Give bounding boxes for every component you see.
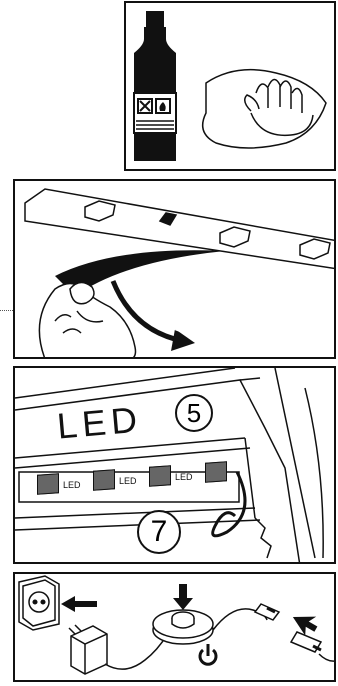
strip-cable	[319, 654, 336, 661]
foot-switch	[153, 610, 213, 644]
led-row: LED LED LED	[29, 456, 239, 496]
guide-dotted-line	[0, 310, 13, 311]
peel-backing-illustration	[15, 181, 336, 359]
step-peel-backing-panel	[13, 179, 336, 359]
step-clean-surface-panel	[124, 1, 336, 171]
connect-power-illustration	[15, 574, 336, 682]
led-block	[205, 461, 227, 483]
solvent-bottle	[134, 11, 176, 161]
led-small-label: LED	[175, 472, 193, 482]
power-icon	[200, 644, 216, 664]
insert-arrow-icon	[61, 596, 97, 612]
led-big-label: LED	[55, 398, 143, 447]
clean-surface-illustration	[126, 3, 336, 171]
connect-arrow-icon	[288, 607, 322, 639]
press-arrow-icon	[173, 584, 193, 610]
led-block	[93, 469, 115, 491]
wall-socket	[19, 576, 59, 630]
connector-female	[291, 632, 321, 652]
led-block	[37, 473, 59, 495]
callout-5: 5	[175, 394, 213, 432]
led-block	[149, 465, 171, 487]
led-small-label: LED	[63, 480, 81, 490]
step-connect-power-panel	[13, 572, 336, 682]
callout-7: 7	[137, 510, 181, 554]
hand-with-cloth	[203, 70, 326, 148]
power-adapter	[69, 625, 107, 674]
connector-male	[255, 604, 279, 620]
led-small-label: LED	[119, 476, 137, 486]
step-mount-strip-panel: LED 5 LED LED LED 7	[13, 366, 336, 564]
